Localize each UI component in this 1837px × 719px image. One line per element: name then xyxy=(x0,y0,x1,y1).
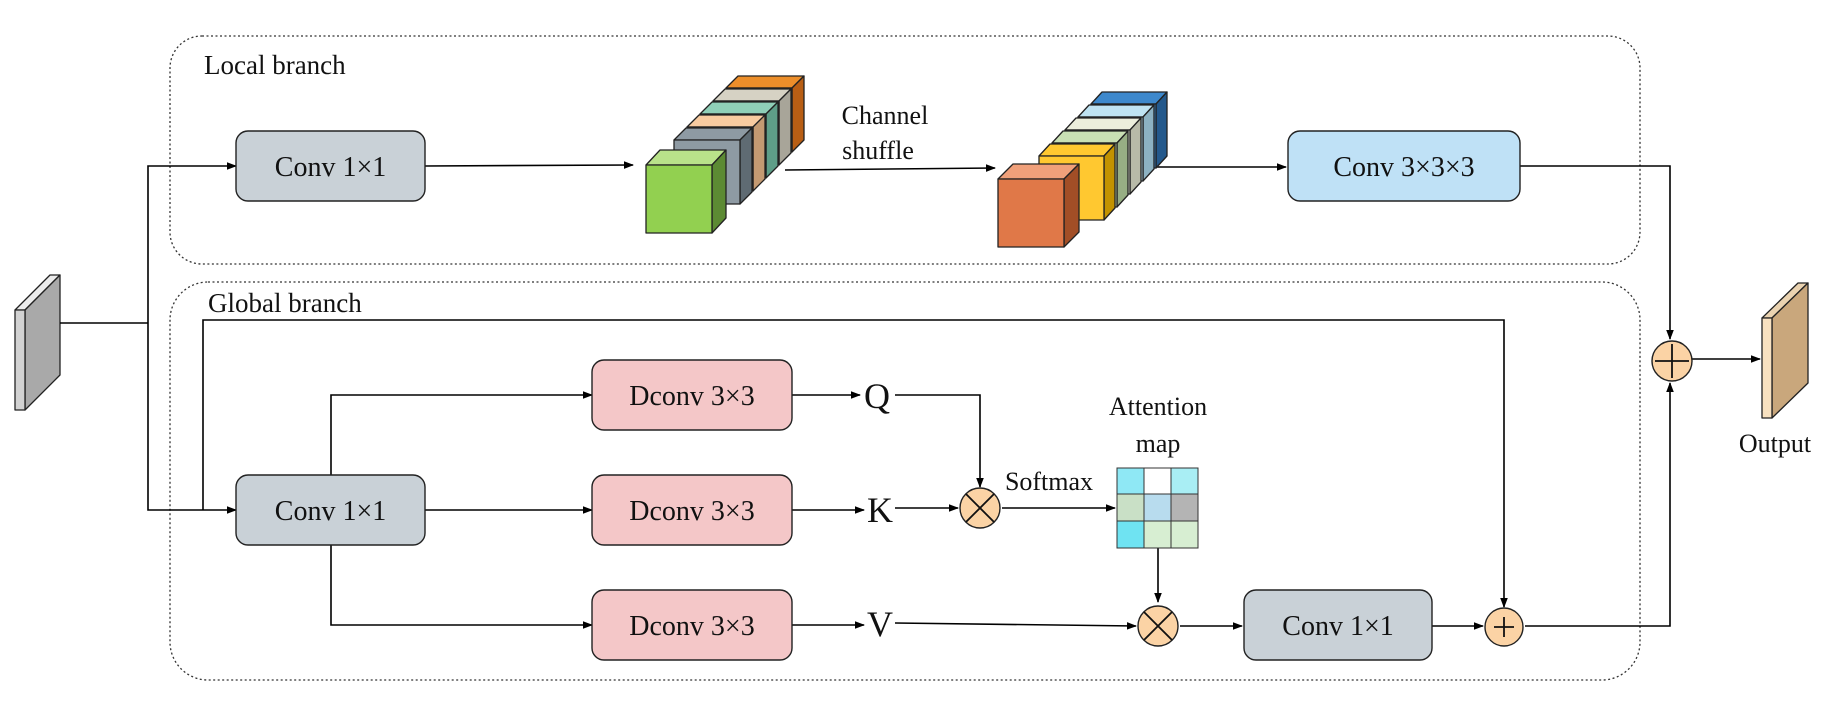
dconv-k-block: Dconv 3×3 xyxy=(591,474,793,546)
svg-text:Dconv 3×3: Dconv 3×3 xyxy=(629,381,754,412)
edge-conv1-to-features xyxy=(424,161,634,169)
attention-map xyxy=(1116,467,1199,549)
dconv-q-block: Dconv 3×3 xyxy=(591,359,793,431)
svg-text:Conv 3×3×3: Conv 3×3×3 xyxy=(1333,152,1474,183)
channel-shuffle-label-line2: shuffle xyxy=(842,136,914,165)
output-label: Output xyxy=(1739,429,1812,458)
svg-text:Conv 1×1: Conv 1×1 xyxy=(1282,611,1393,642)
local-branch-frame xyxy=(169,35,1641,265)
feature-stack-before-shuffle xyxy=(645,75,805,234)
edge-q-to-multiply xyxy=(895,394,984,488)
out-conv1-block: Conv 1×1 xyxy=(1243,589,1433,661)
edges xyxy=(60,161,1761,630)
q-symbol: Q xyxy=(864,376,890,416)
edge-skip-connection xyxy=(202,319,1508,608)
add-operator-final xyxy=(1651,340,1693,382)
channel-shuffle-label-line1: Channel xyxy=(842,101,929,130)
dconv-v-block: Dconv 3×3 xyxy=(591,589,793,661)
multiply-operator-qk xyxy=(959,487,1001,529)
edge-to-dconv-q xyxy=(330,391,593,475)
add-operator-global xyxy=(1484,607,1524,647)
v-symbol: V xyxy=(867,604,893,644)
softmax-label: Softmax xyxy=(1005,467,1093,496)
attention-map-label-line1: Attention xyxy=(1109,392,1207,421)
edge-local-to-add xyxy=(1520,165,1674,340)
edge-to-dconv-v xyxy=(330,545,593,629)
svg-text:Conv 1×1: Conv 1×1 xyxy=(275,496,386,527)
local-conv1-block: Conv 1×1 xyxy=(235,130,426,202)
multiply-operator-av xyxy=(1137,605,1179,647)
edge-global-to-add xyxy=(1525,382,1674,627)
global-conv1-block: Conv 1×1 xyxy=(235,474,426,546)
local-conv3-block: Conv 3×3×3 xyxy=(1287,130,1521,202)
feature-stack-after-shuffle xyxy=(997,91,1168,248)
attention-map-label-line2: map xyxy=(1136,429,1181,458)
svg-text:Dconv 3×3: Dconv 3×3 xyxy=(629,496,754,527)
svg-text:Conv 1×1: Conv 1×1 xyxy=(275,152,386,183)
edge-to-global-conv1 xyxy=(147,323,237,514)
output-tensor xyxy=(1761,282,1809,419)
input-tensor xyxy=(14,274,61,411)
svg-text:Dconv 3×3: Dconv 3×3 xyxy=(629,611,754,642)
local-branch-label: Local branch xyxy=(204,50,346,80)
edge-to-local-conv1 xyxy=(147,162,237,323)
edge-channel-shuffle xyxy=(784,164,996,172)
global-branch-label: Global branch xyxy=(208,288,362,318)
edge-v-to-multiply xyxy=(894,622,1137,630)
k-symbol: K xyxy=(867,490,893,530)
